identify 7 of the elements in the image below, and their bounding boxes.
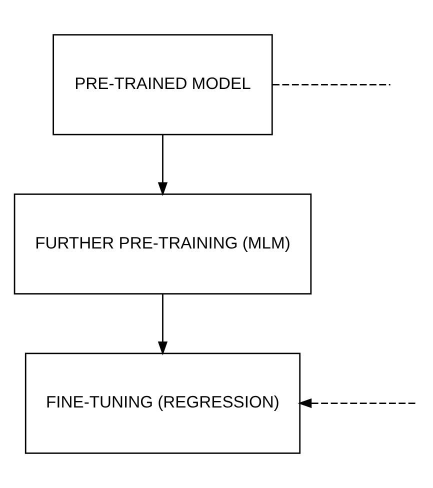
arrow — [157, 134, 168, 196]
node-box: PRE-TRAINED MODEL — [52, 34, 272, 136]
node-box: FURTHER PRE-TRAINING (MLM) — [13, 193, 312, 295]
arrow — [297, 398, 418, 408]
arrow — [157, 294, 168, 356]
node-box: FINE-TUNING (REGRESSION) — [24, 352, 300, 454]
connector — [272, 84, 390, 86]
